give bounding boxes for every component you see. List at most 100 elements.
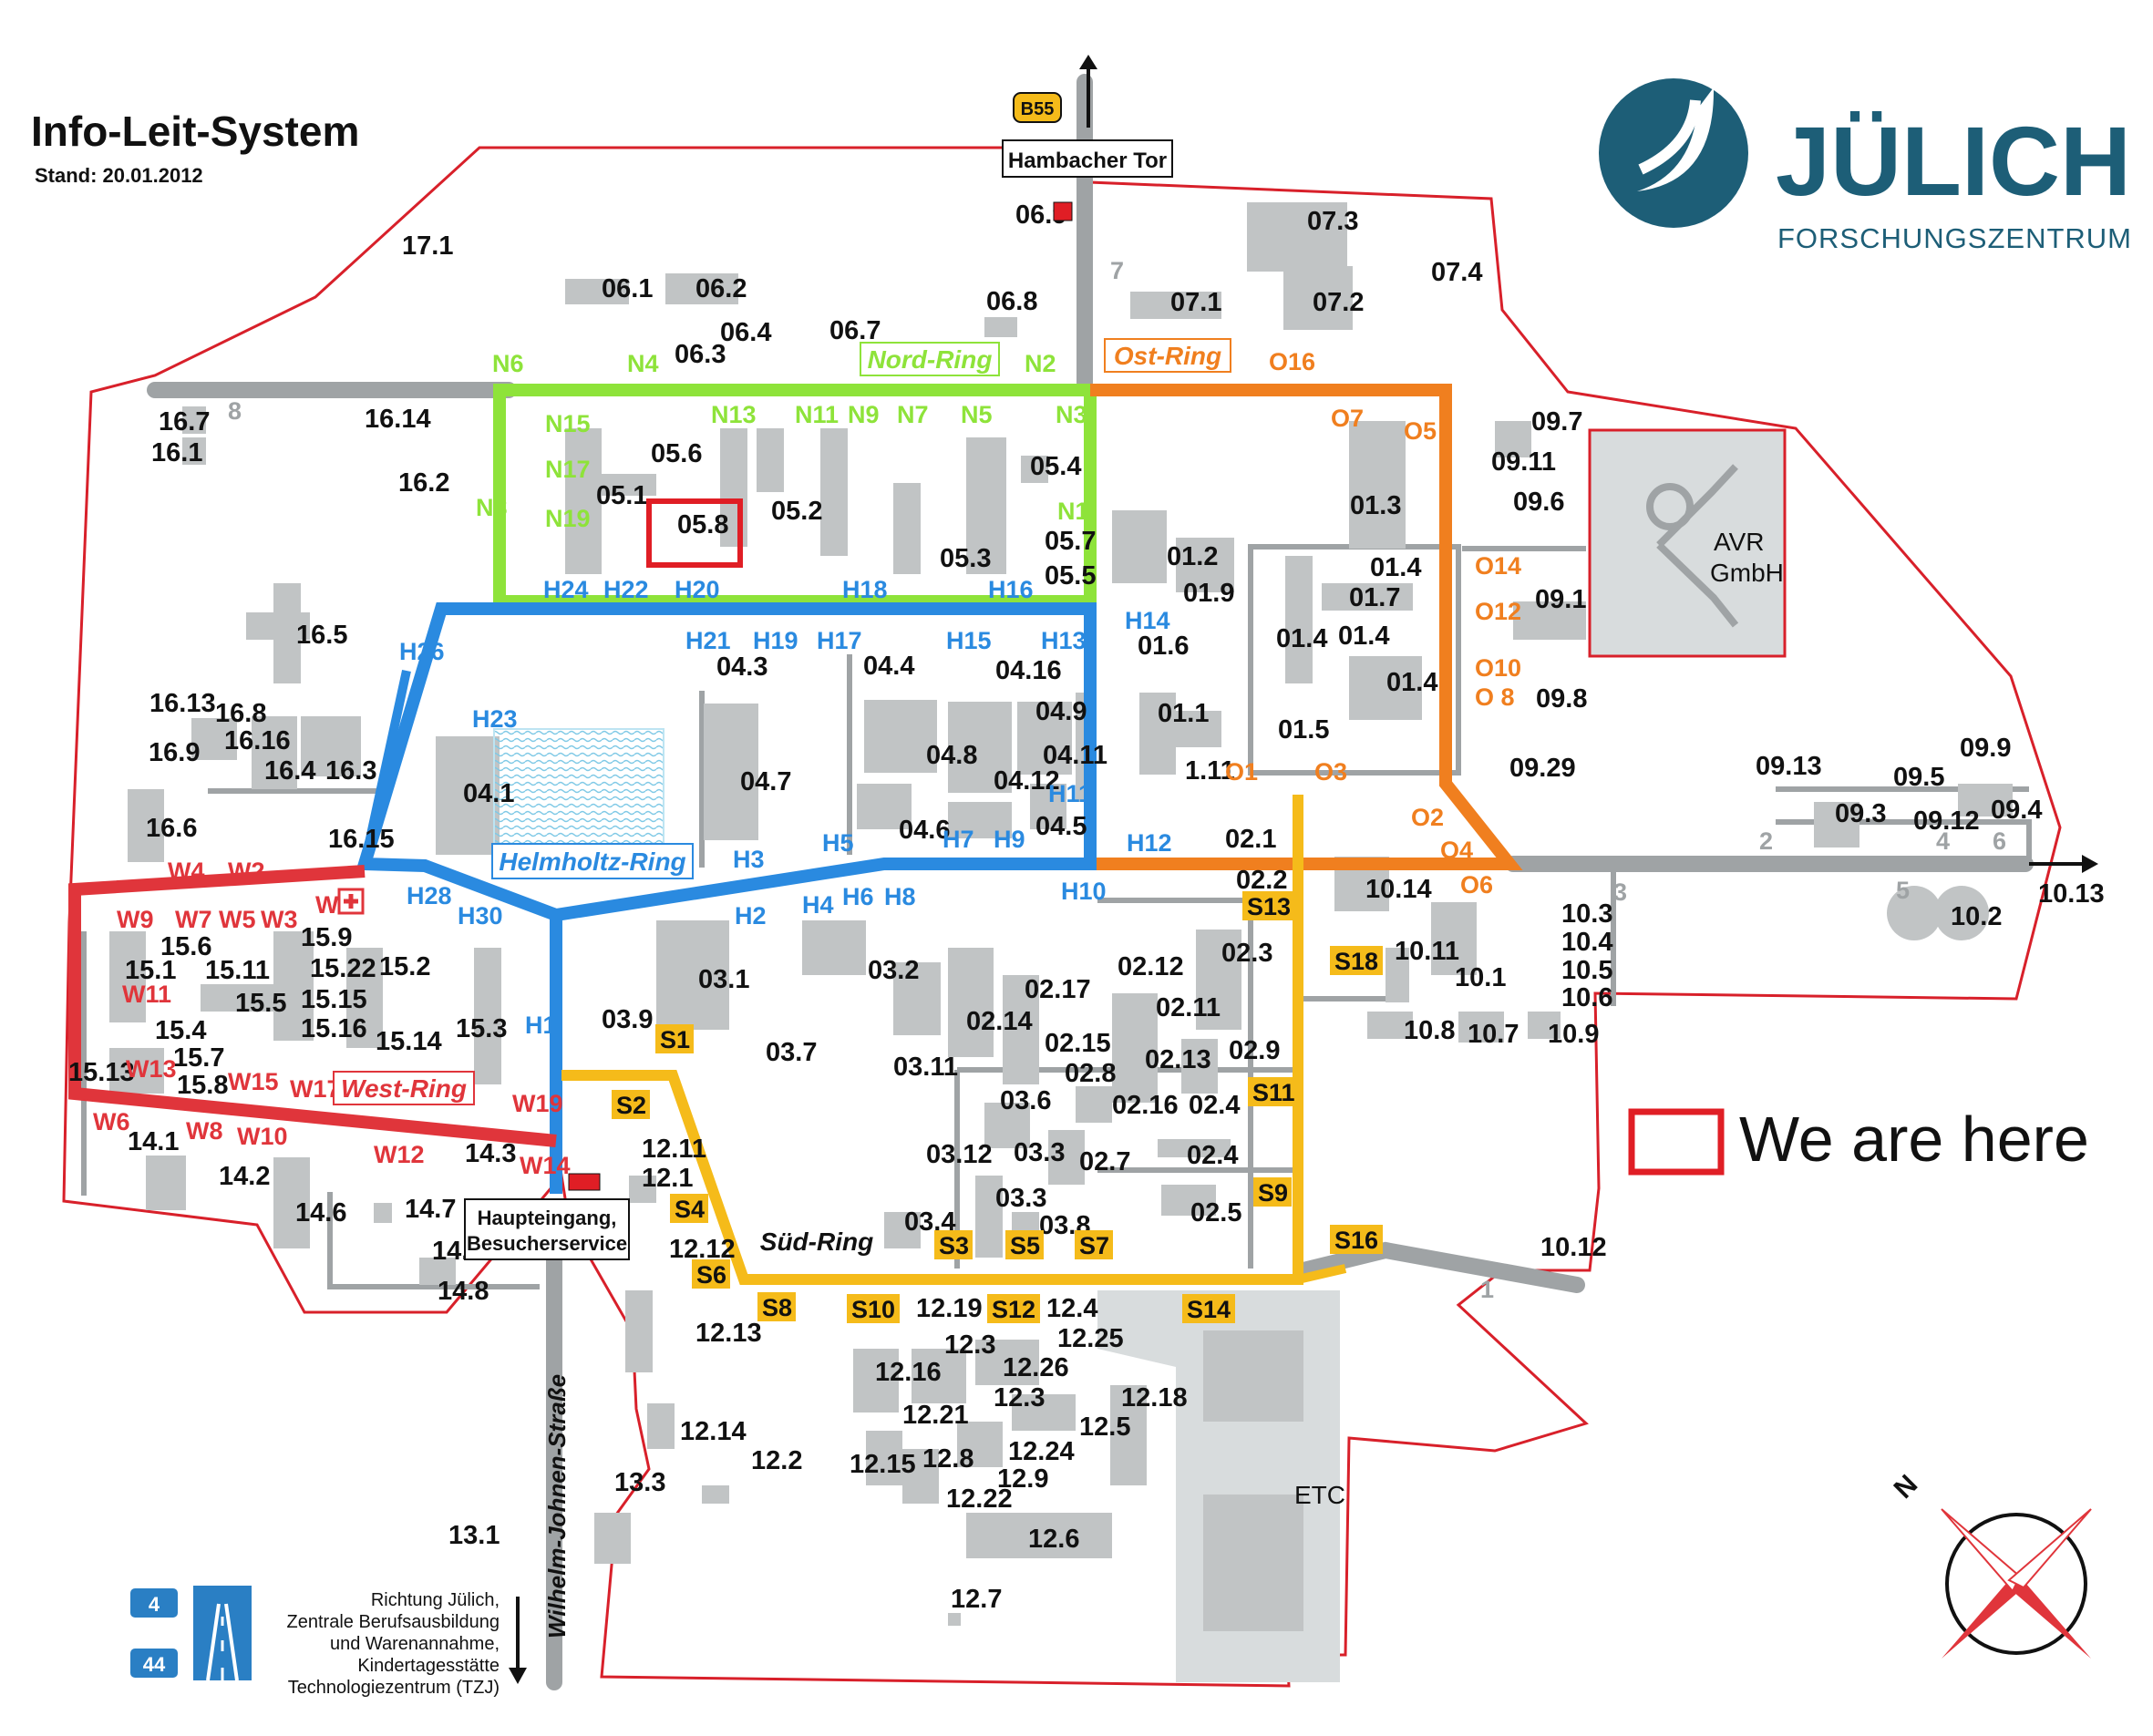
gate-label: H6	[842, 883, 874, 910]
besucherservice-label: Besucherservice	[467, 1232, 627, 1255]
sued-gate-badge	[987, 1294, 1040, 1323]
autobahn-44-label: 44	[143, 1653, 166, 1676]
gate-label: H5	[822, 829, 854, 857]
sued-gate-label: S5	[1010, 1232, 1040, 1259]
gate-label: H14	[1125, 607, 1170, 634]
avr-gmbh-label: GmbH	[1710, 559, 1784, 587]
gate-label: H28	[407, 882, 452, 909]
building-label: 01.1	[1158, 699, 1209, 728]
building-label: 16.13	[149, 689, 216, 718]
building-label: 01.6	[1138, 632, 1189, 661]
building-label: 02.5	[1190, 1198, 1241, 1228]
building-label: 03.7	[766, 1038, 817, 1067]
gate-label: W13	[126, 1055, 177, 1083]
logo-subtitle: FORSCHUNGSZENTRUM	[1777, 222, 2132, 254]
building-label: 03.2	[868, 956, 919, 985]
building-label: 09.13	[1756, 752, 1822, 781]
building-label: 09.3	[1835, 799, 1886, 828]
sued-gate-badge	[670, 1194, 708, 1223]
gate-label: H3	[733, 846, 765, 873]
gate-label: W5	[219, 906, 256, 933]
gate-label: O3	[1314, 758, 1347, 786]
building-label: 05.6	[651, 439, 702, 468]
building-label: 12.12	[669, 1235, 736, 1264]
building-label: 05.7	[1045, 527, 1096, 556]
building-label: 01.9	[1183, 579, 1234, 608]
road-network	[147, 74, 2034, 1690]
sued-gate-badge	[1242, 891, 1295, 920]
building-label: 14.2	[219, 1162, 270, 1191]
ost-ring-tag: Ost-Ring	[1104, 338, 1231, 373]
building-label: 13.3	[614, 1468, 665, 1497]
building-label: 12.3	[994, 1383, 1045, 1412]
gate-label: N9	[848, 401, 880, 428]
building-label: 02.4	[1187, 1141, 1238, 1170]
richtung-note: Richtung Jülich, Zentrale Berufsausbildu…	[287, 1590, 500, 1698]
building-label: 02.8	[1065, 1059, 1116, 1088]
building-label: 07.4	[1431, 258, 1482, 287]
gate-label: H21	[685, 627, 731, 654]
helmholtz-ring-spur	[360, 669, 411, 866]
avr-label: AVR	[1714, 528, 1765, 556]
building-label: 12.21	[902, 1401, 969, 1430]
avr-area	[1588, 428, 1787, 658]
building-label: 12.8	[922, 1444, 973, 1474]
building-label: 03.3	[995, 1184, 1046, 1213]
gate-label: N15	[545, 410, 591, 437]
building-label: 02.2	[1236, 866, 1287, 895]
b55-label: B55	[1021, 99, 1055, 119]
road-number-label: 4	[1936, 827, 1950, 855]
sued-ring-east-link	[1296, 1264, 1347, 1284]
we-are-here-marker	[646, 498, 743, 568]
gate-label: O16	[1269, 348, 1315, 375]
building-label: 10.11	[1395, 937, 1459, 966]
building-label: 04.5	[1035, 812, 1087, 841]
etc-label: ETC	[1294, 1481, 1345, 1509]
gate-label: H22	[603, 576, 649, 603]
gate-label: H23	[472, 705, 518, 733]
helmholtz-ring-route	[355, 602, 1097, 1194]
building-label: 13.1	[448, 1521, 500, 1550]
sued-ring-route	[561, 795, 1303, 1285]
building-label: 16.16	[224, 726, 291, 755]
building-label: 04.7	[740, 767, 791, 796]
west-ring-route	[68, 865, 557, 1147]
gate-label: N7	[897, 401, 929, 428]
sued-gate-badge	[847, 1294, 900, 1323]
gate-label: H17	[817, 627, 862, 654]
building-label: 04.1	[463, 779, 514, 808]
road-number-label: 2	[1759, 827, 1773, 855]
building-label: 10.6	[1561, 983, 1612, 1012]
building-label: 14.3	[465, 1139, 516, 1168]
gate-label: O10	[1475, 654, 1521, 682]
building-label: 16.3	[325, 756, 376, 786]
building-label: 02.12	[1118, 952, 1184, 981]
building-label: 12.16	[875, 1358, 942, 1387]
building-label: 12.1	[642, 1164, 693, 1193]
building-label: 09.7	[1531, 407, 1582, 437]
building-label: 01.4	[1338, 621, 1389, 651]
wilhelm-johnen-strasse-label: Wilhelm-Johnen-Straße	[543, 1374, 571, 1638]
building-label: 09.4	[1991, 796, 2042, 825]
building-label: 03.9	[602, 1005, 653, 1034]
sued-gate-badge	[612, 1090, 650, 1119]
sued-gate-label: S6	[696, 1261, 726, 1289]
sued-gate-label: S11	[1252, 1079, 1295, 1106]
sued-gate-badge	[757, 1292, 796, 1321]
gate-label: N4	[627, 350, 659, 377]
building-label: 12.9	[997, 1464, 1048, 1494]
gate-label: O12	[1475, 598, 1521, 625]
gate-label: O14	[1475, 552, 1521, 580]
building-label: 03.1	[698, 965, 749, 994]
building-label: 02.15	[1045, 1029, 1111, 1058]
building-label: 16.2	[398, 468, 449, 498]
gate-label: H30	[458, 902, 503, 930]
building-label: 12.13	[695, 1319, 762, 1348]
map-date: Stand: 20.01.2012	[35, 164, 203, 187]
building-label: 16.9	[149, 738, 200, 767]
building-label: 10.4	[1561, 928, 1612, 957]
road-number-label: 3	[1613, 878, 1627, 906]
gate-label: H4	[802, 891, 834, 919]
